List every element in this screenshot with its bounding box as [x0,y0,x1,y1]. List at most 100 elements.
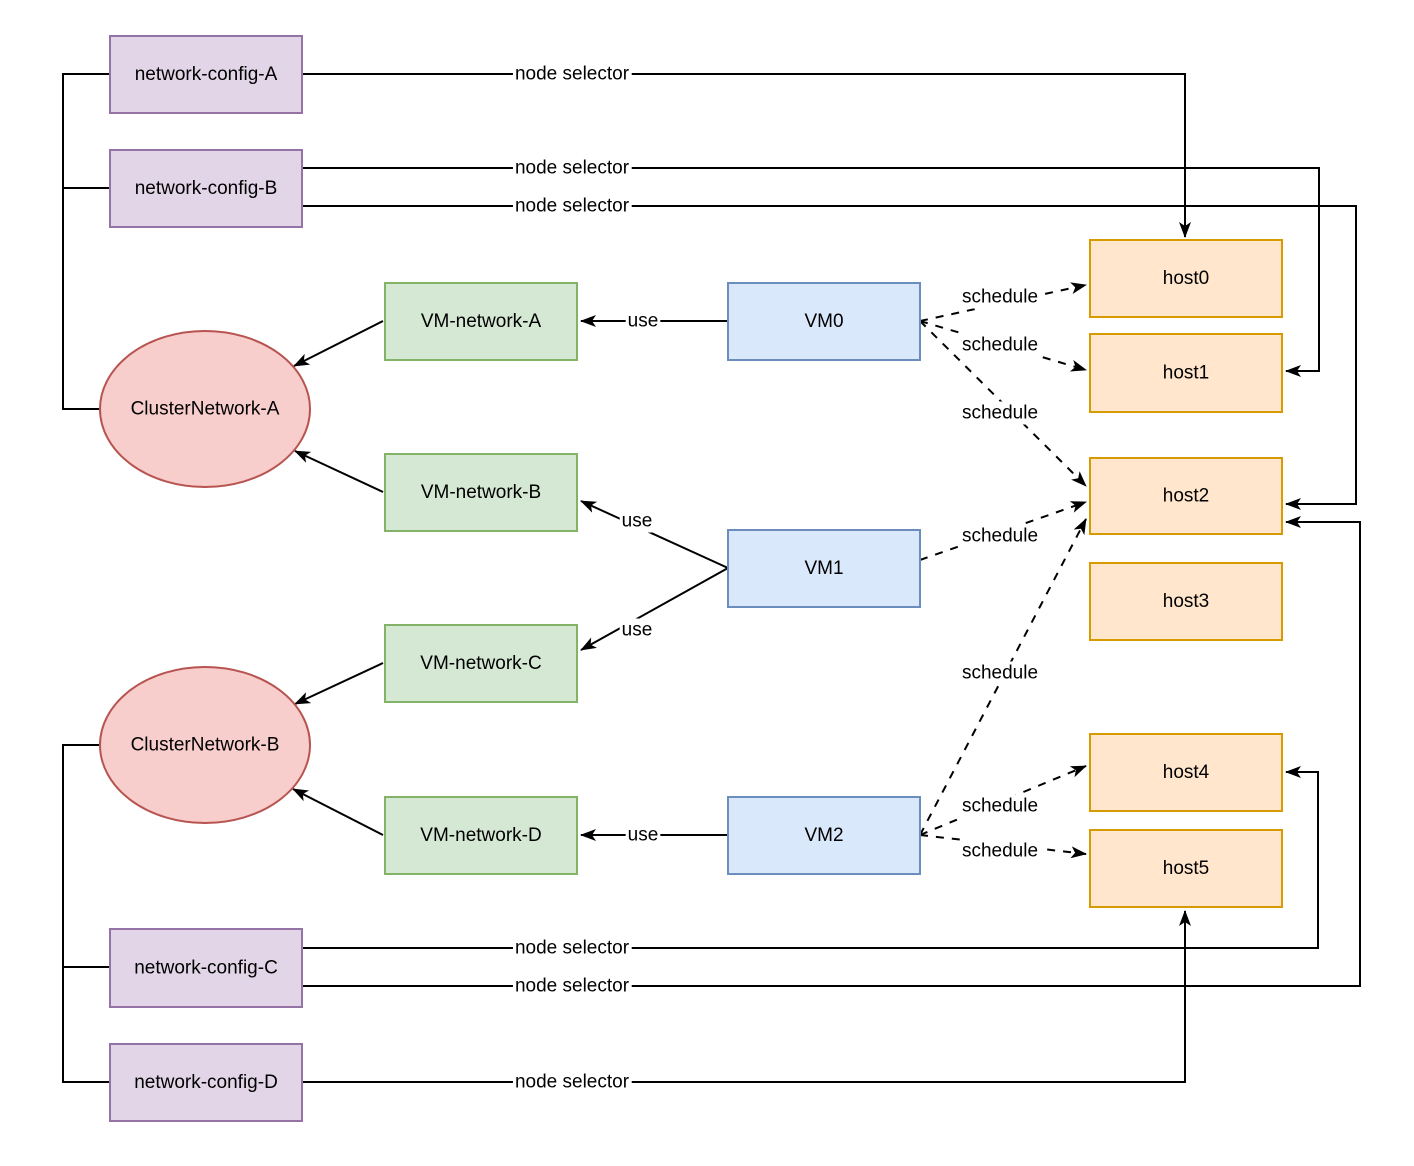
edge-label-nodesel-configD-host5: node selector [512,1070,632,1094]
vm-network-shape[interactable] [384,282,578,361]
edge-bus-configA-clusterA[interactable] [62,73,110,410]
vm-network-shape[interactable] [384,624,578,703]
edge-label-background [512,62,632,86]
node-network-config-D[interactable]: network-config-D [109,1043,303,1122]
edge-labels-layer: node selector node selector node selector n… [512,62,1041,1094]
edge-link-vmnetD-clusterB[interactable] [292,788,384,836]
nodes-layer: network-config-A network-config-B network-… [99,35,1283,1122]
edge-label-sched-vm0-host2: schedule [959,401,1041,425]
edge-label-background [959,285,1041,309]
edge-label-background [619,509,655,533]
edge-nodesel-configC-host2[interactable] [302,516,1361,987]
network-config-shape[interactable] [109,149,303,228]
edge-label-background [959,661,1041,685]
edge-label-text: schedule [962,287,1038,308]
edge-label-sched-vm1-host2: schedule [959,524,1041,548]
edge-label-nodesel-configB-host1: node selector [512,156,632,180]
edge-use-vm1-vmnetB[interactable] [580,500,729,569]
edge-link-vmnetB-clusterA[interactable] [294,450,384,493]
edge-label-use-vm0-vmnetA: use [625,309,661,333]
edge-label-text: schedule [962,796,1038,817]
host-shape[interactable] [1089,457,1283,535]
edge-nodesel-configB-host1[interactable] [302,167,1320,377]
vm-network-shape[interactable] [384,796,578,875]
vm-shape[interactable] [727,529,921,608]
edge-label-background [625,309,661,333]
edge-label-use-vm2-vmnetD: use [625,823,661,847]
edge-nodesel-configA-host0[interactable] [302,73,1191,238]
edge-label-background [512,194,632,218]
edge-label-text: node selector [515,1072,630,1093]
edge-label-text: node selector [515,196,630,217]
vm-network-shape[interactable] [384,453,578,532]
edge-label-text: use [628,825,659,846]
cluster-network-shape[interactable] [99,330,311,488]
edge-label-background [959,401,1041,425]
host-shape[interactable] [1089,333,1283,413]
edge-label-background [512,156,632,180]
edges-layer [62,73,1361,1083]
edge-label-background [625,823,661,847]
vm-shape[interactable] [727,282,921,361]
edge-label-text: schedule [962,841,1038,862]
node-network-config-C[interactable]: network-config-C [109,928,303,1008]
edge-use-vm1-vmnetC[interactable] [580,567,729,651]
host-shape[interactable] [1089,733,1283,812]
edge-label-nodesel-configA-host0: node selector [512,62,632,86]
edge-label-use-vm1-vmnetC: use [619,618,655,642]
node-VM-network-A[interactable]: VM-network-A [384,282,578,361]
node-host0[interactable]: host0 [1089,239,1283,318]
edge-bus-configC-clusterB[interactable] [62,744,110,968]
edge-label-nodesel-configB-host2: node selector [512,194,632,218]
edge-sched-vm2-host4[interactable] [919,765,1087,836]
cluster-network-shape[interactable] [99,666,311,824]
node-host5[interactable]: host5 [1089,829,1283,908]
edge-label-text: use [628,311,659,332]
edge-label-background [959,794,1041,818]
edge-label-text: schedule [962,663,1038,684]
edge-label-nodesel-configC-host4: node selector [512,936,632,960]
network-config-shape[interactable] [109,928,303,1008]
edge-label-use-vm1-vmnetB: use [619,509,655,533]
edge-label-sched-vm2-host2: schedule [959,661,1041,685]
edge-label-background [512,974,632,998]
edge-label-background [512,936,632,960]
node-ClusterNetwork-A[interactable]: ClusterNetwork-A [99,330,311,488]
node-VM-network-C[interactable]: VM-network-C [384,624,578,703]
edge-bus-configD-clusterB[interactable] [62,967,110,1083]
network-config-shape[interactable] [109,35,303,114]
node-VM-network-B[interactable]: VM-network-B [384,453,578,532]
node-host3[interactable]: host3 [1089,562,1283,641]
edge-label-sched-vm0-host1: schedule [959,333,1041,357]
node-VM2[interactable]: VM2 [727,796,921,875]
edge-link-vmnetC-clusterB[interactable] [294,662,384,705]
edge-link-vmnetA-clusterA[interactable] [293,320,384,367]
edge-label-text: node selector [515,158,630,179]
edge-nodesel-configD-host5[interactable] [302,910,1191,1083]
edge-label-sched-vm2-host5: schedule [959,839,1041,863]
node-host1[interactable]: host1 [1089,333,1283,413]
edge-label-sched-vm0-host0: schedule [959,285,1041,309]
node-host4[interactable]: host4 [1089,733,1283,812]
edge-label-background [512,1070,632,1094]
edge-nodesel-configB-host2[interactable] [302,205,1357,510]
edge-label-text: use [622,620,653,641]
host-shape[interactable] [1089,829,1283,908]
node-VM0[interactable]: VM0 [727,282,921,361]
host-shape[interactable] [1089,239,1283,318]
network-config-shape[interactable] [109,1043,303,1122]
node-network-config-B[interactable]: network-config-B [109,149,303,228]
host-shape[interactable] [1089,562,1283,641]
vm-shape[interactable] [727,796,921,875]
node-VM1[interactable]: VM1 [727,529,921,608]
edge-nodesel-configC-host4[interactable] [302,766,1319,949]
node-host2[interactable]: host2 [1089,457,1283,535]
edge-label-background [959,524,1041,548]
edge-label-background [619,618,655,642]
node-VM-network-D[interactable]: VM-network-D [384,796,578,875]
node-network-config-A[interactable]: network-config-A [109,35,303,114]
node-ClusterNetwork-B[interactable]: ClusterNetwork-B [99,666,311,824]
edge-label-text: node selector [515,976,630,997]
